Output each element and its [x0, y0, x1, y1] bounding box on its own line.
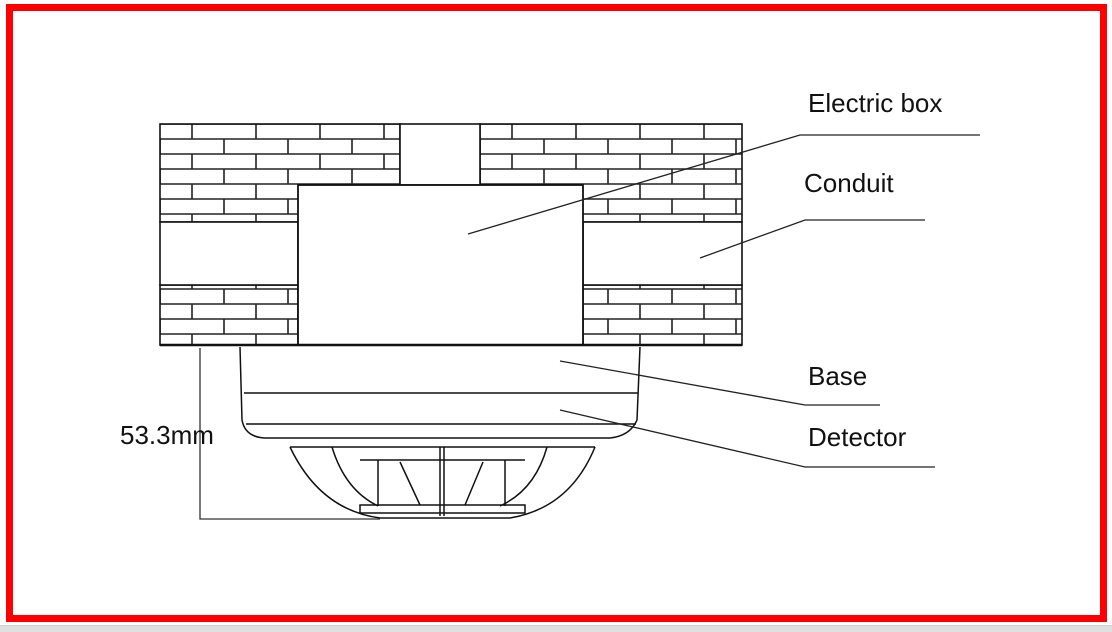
- dimension-line: [199, 348, 380, 520]
- conduit-left: [159, 221, 299, 286]
- electric-box: [297, 184, 584, 346]
- conduit-right: [582, 221, 743, 286]
- dimension-label: 53.3mm: [120, 420, 214, 450]
- detector-assembly: [239, 346, 641, 519]
- bottom-strip: [0, 625, 1112, 632]
- label-base: Base: [808, 361, 867, 391]
- label-electric-box: Electric box: [808, 88, 942, 118]
- label-detector: Detector: [808, 422, 907, 452]
- leader-lines: [467, 134, 980, 468]
- label-conduit: Conduit: [804, 168, 894, 198]
